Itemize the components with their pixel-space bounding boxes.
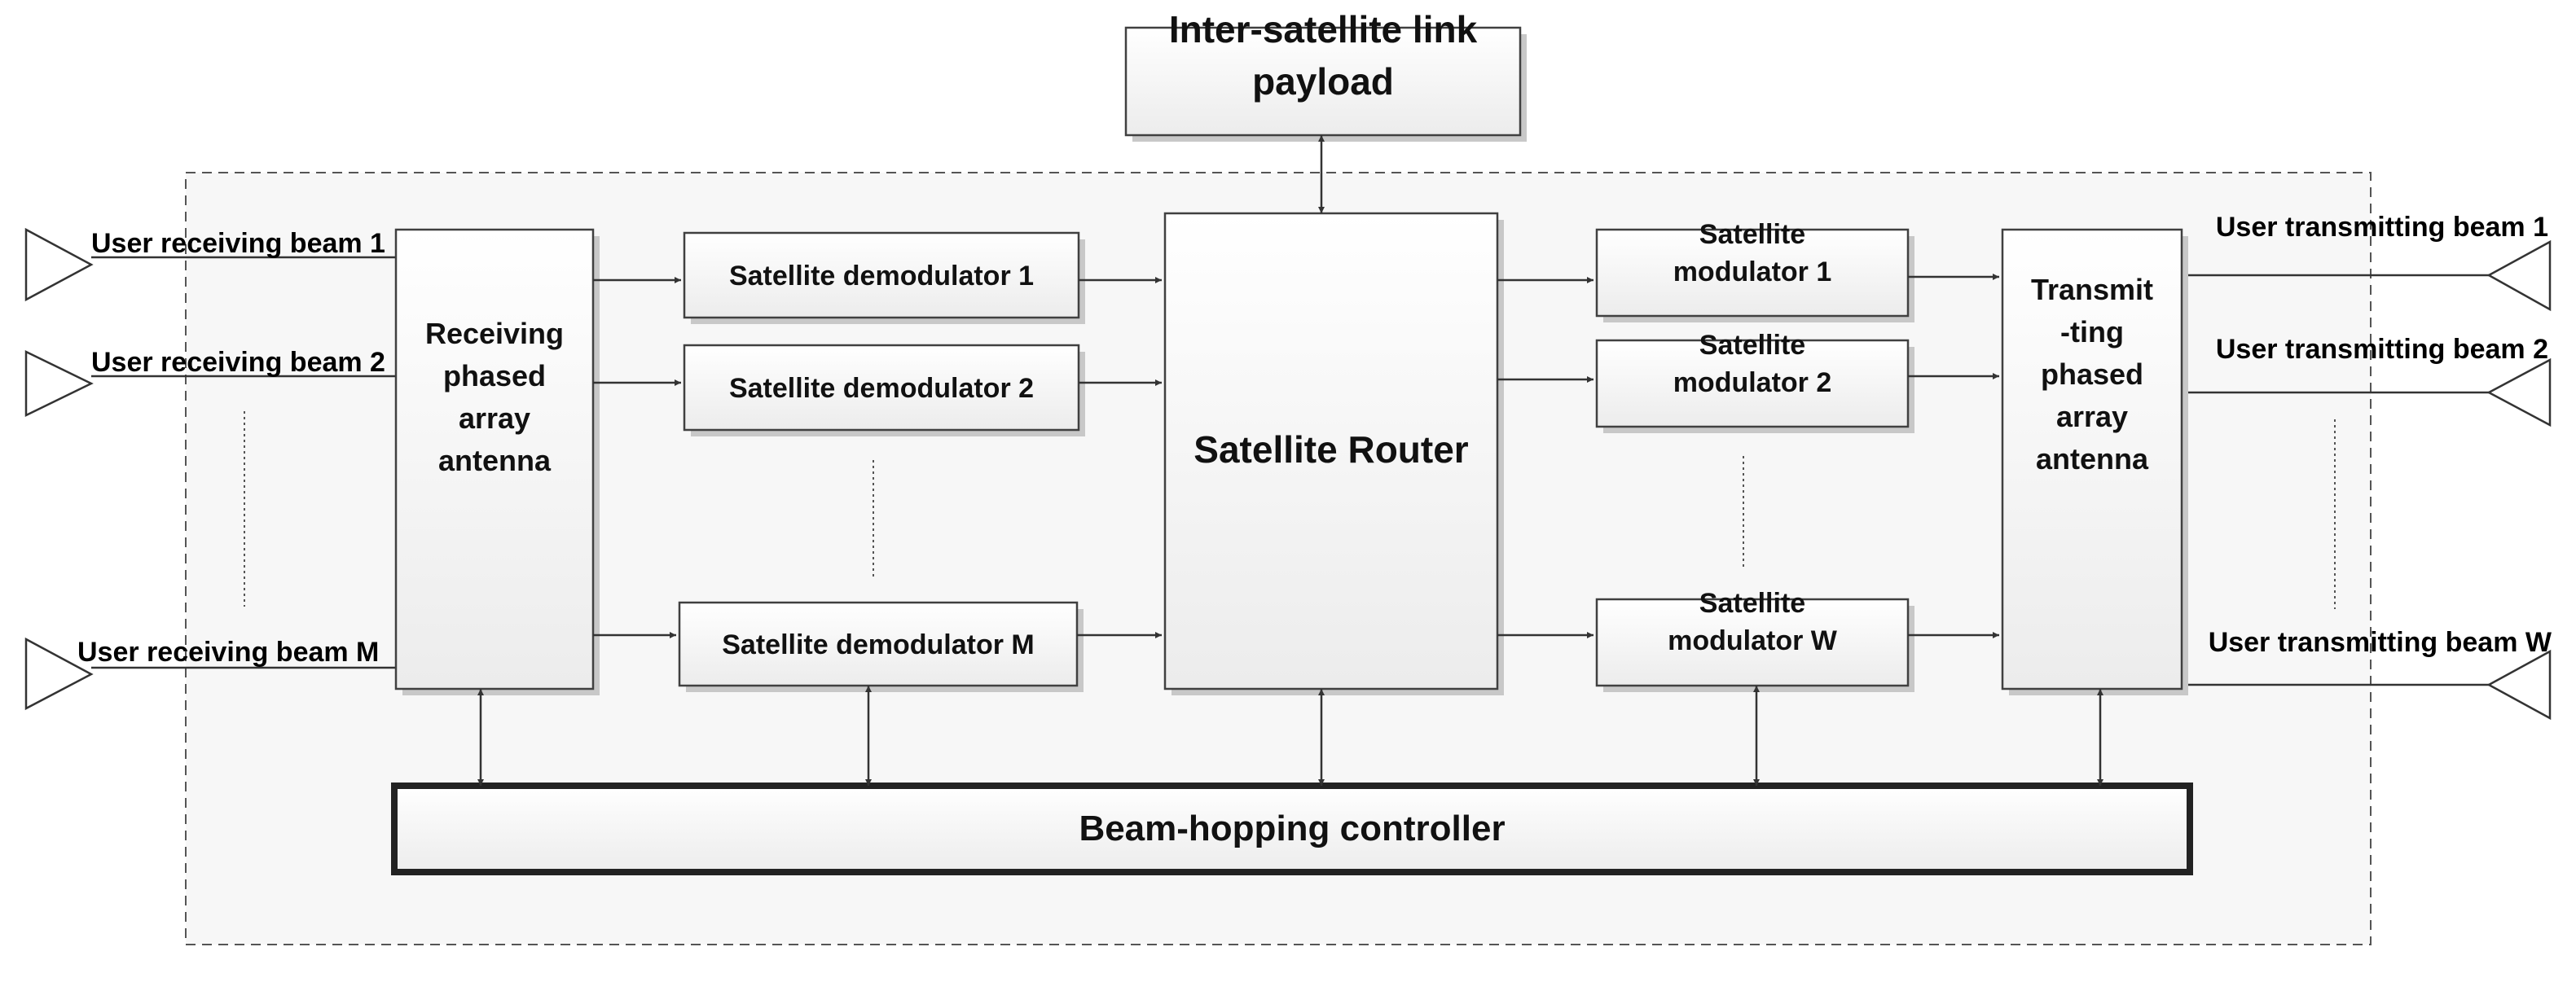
label-line: modulator 1 [1673,256,1832,287]
demodulator-m-box [678,601,1079,687]
rx-beam-2-label: User receiving beam 2 [91,347,385,378]
tx-beam-w-label: User transmitting beam W [2209,627,2552,658]
rx-phased-array-box [394,228,595,690]
modulator-w-label: Satellite modulator W [1668,588,1838,656]
beam-hopping-controller-box [391,783,2193,875]
label-line: array [2056,400,2128,433]
label-line: Satellite Router [1193,428,1469,471]
satellite-router-box [1163,212,1499,690]
label-line: Satellite [1699,330,1805,361]
label-line: Receiving [425,317,564,350]
demodulator-1-box [683,231,1080,319]
label-line: antenna [438,444,552,477]
label-line: Inter-satellite link [1169,8,1478,50]
demodulator-2-box [683,344,1080,432]
rx-phased-array-label: Receiving phased array antenna [425,317,564,477]
demodulator-2-label: Satellite demodulator 2 [729,373,1034,404]
modulator-2-label: Satellite modulator 2 [1673,330,1832,398]
label-line: modulator W [1668,625,1838,656]
modulator-w-box [1595,598,1910,687]
rx-antenna-icon-m [24,637,94,711]
label-line: modulator 2 [1673,367,1832,398]
rx-antenna-icon-2 [24,350,94,417]
label-line: Beam-hopping controller [1079,809,1505,848]
tx-phased-array-label: Transmit -ting phased array antenna [2031,273,2153,476]
label-line: Satellite [1699,219,1805,250]
tx-beam-1-label: User transmitting beam 1 [2216,212,2548,243]
label-line: Satellite demodulator M [722,629,1035,660]
label-line: Transmit [2031,273,2153,306]
tx-phased-array-box [2001,228,2183,690]
tx-beam-2-label: User transmitting beam 2 [2216,334,2548,365]
isl-payload-box [1124,26,1522,137]
label-line: array [459,401,530,435]
isl-payload-label: Inter-satellite link payload [1169,8,1478,103]
label-line: phased [2041,357,2143,391]
demodulator-1-label: Satellite demodulator 1 [729,261,1034,292]
rx-beam-m-label: User receiving beam M [77,637,379,668]
modulator-1-box [1595,228,1910,318]
rx-beam-1-label: User receiving beam 1 [91,228,385,259]
label-line: Satellite [1699,588,1805,619]
rx-antenna-icon-1 [24,227,94,302]
satellite-router-label: Satellite Router [1193,428,1469,471]
label-line: Satellite demodulator 1 [729,261,1034,292]
beam-hopping-controller-label: Beam-hopping controller [1079,809,1505,848]
tx-antenna-icon-2 [2486,357,2552,427]
label-line: -ting [2060,315,2124,349]
modulator-1-label: Satellite modulator 1 [1673,219,1832,287]
demodulator-m-label: Satellite demodulator M [722,629,1035,660]
label-line: payload [1252,60,1394,103]
tx-antenna-icon-w [2486,649,2552,721]
label-line: Satellite demodulator 2 [729,373,1034,404]
modulator-2-box [1595,339,1910,428]
label-line: antenna [2036,442,2149,476]
tx-antenna-icon-1 [2486,239,2552,312]
label-line: phased [443,359,546,392]
